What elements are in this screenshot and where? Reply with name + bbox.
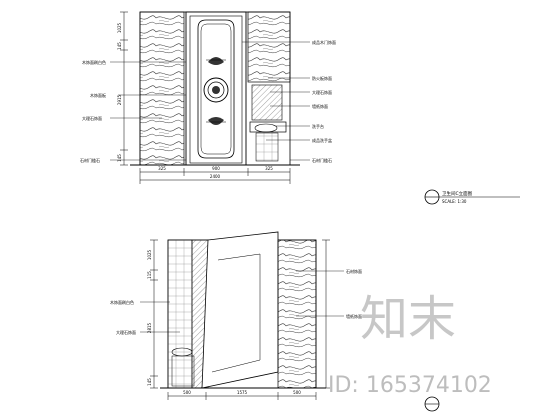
left-note-4: 石材门槛石 — [80, 157, 100, 163]
right-note-6: 成品洗手盆 — [312, 137, 332, 143]
rosette-ornament — [203, 77, 229, 103]
right-notes: 成品木门饰面 防火板饰面 大理石饰面 墙纸饰面 洗手台 成品洗手盆 石材门槛石 — [242, 39, 336, 163]
marble-panel-left — [139, 11, 185, 166]
left-dim-1: 1025 — [117, 22, 122, 33]
left-dim-3: 2915 — [117, 94, 122, 105]
bottom-dim-2: 900 — [212, 166, 220, 171]
left-note-1: 木饰面刷白色 — [82, 59, 106, 65]
lower-left-note-1: 木饰面刷白色 — [110, 299, 134, 305]
lower-notes: 木饰面刷白色 大理石饰面 石材饰面 墙纸饰面 — [110, 268, 362, 335]
right-note-7: 石材门槛石 — [312, 157, 332, 163]
total-dim: 2400 — [210, 174, 221, 179]
marble-panel-right — [247, 11, 291, 83]
right-note-5: 洗手台 — [312, 123, 324, 129]
door-opening — [201, 231, 279, 389]
left-notes: 木饰面刷白色 木饰面板 大理石饰面 石材门槛石 — [80, 59, 186, 163]
watermark-id: ID: 165374102 — [328, 373, 492, 398]
left-dim-2-3: 2815 — [147, 322, 152, 333]
title-block: 卫生间C立面图 SCALE: 1:30 — [424, 189, 520, 205]
left-dim-2-1: 1025 — [147, 249, 152, 260]
wash-basin — [254, 123, 278, 133]
top-ornament — [208, 57, 224, 65]
left-dim-2-4: 145 — [147, 378, 152, 386]
vanity-cabinet-2 — [171, 355, 195, 387]
watermark: 知末 ID: 165374102 — [328, 291, 492, 398]
vanity-cabinet — [255, 132, 279, 162]
left-dim-2-2: 115 — [147, 271, 152, 279]
right-note-2: 防火板饰面 — [312, 75, 332, 81]
marble-panel-right-2 — [277, 239, 317, 389]
left-dim-4: 145 — [117, 154, 122, 162]
door-panel-inner — [200, 23, 232, 155]
bottom-dim-3: 325 — [265, 166, 273, 171]
drawing-title: 卫生间C立面图 — [442, 190, 473, 197]
upper-elevation: 1025 145 2915 145 木饰面刷白色 木饰面板 大理石饰面 石材门槛… — [80, 11, 336, 184]
door-leaf — [189, 15, 243, 164]
bottom-ornament — [208, 117, 224, 125]
watermark-logo: 知末 — [360, 291, 456, 347]
wall-niche — [251, 84, 283, 121]
lower-right-note-2: 墙纸饰面 — [346, 313, 362, 319]
bottom-dim-1: 325 — [158, 166, 166, 171]
lower-left-note-2: 大理石饰面 — [116, 329, 136, 335]
tile-column-left — [167, 239, 193, 389]
bottom-dim-2-2: 1575 — [237, 390, 248, 395]
door-panel-outline — [197, 19, 235, 159]
bottom-dim-2-1: 500 — [183, 390, 191, 395]
lower-right-note-1: 石材饰面 — [346, 268, 362, 274]
left-dim-2: 145 — [117, 42, 122, 50]
drawing-scale: SCALE: 1:30 — [442, 199, 467, 204]
lower-elevation: 1025 115 2815 145 木饰面刷白色 大理石饰面 石材饰面 墙纸饰面… — [110, 231, 362, 400]
bottom-dim-2-3: 500 — [293, 390, 301, 395]
right-note-1: 成品木门饰面 — [312, 39, 336, 45]
right-note-3: 大理石饰面 — [312, 89, 332, 95]
left-note-2: 木饰面板 — [90, 92, 106, 98]
left-note-3: 大理石饰面 — [82, 115, 102, 121]
right-note-4: 墙纸饰面 — [312, 103, 328, 109]
